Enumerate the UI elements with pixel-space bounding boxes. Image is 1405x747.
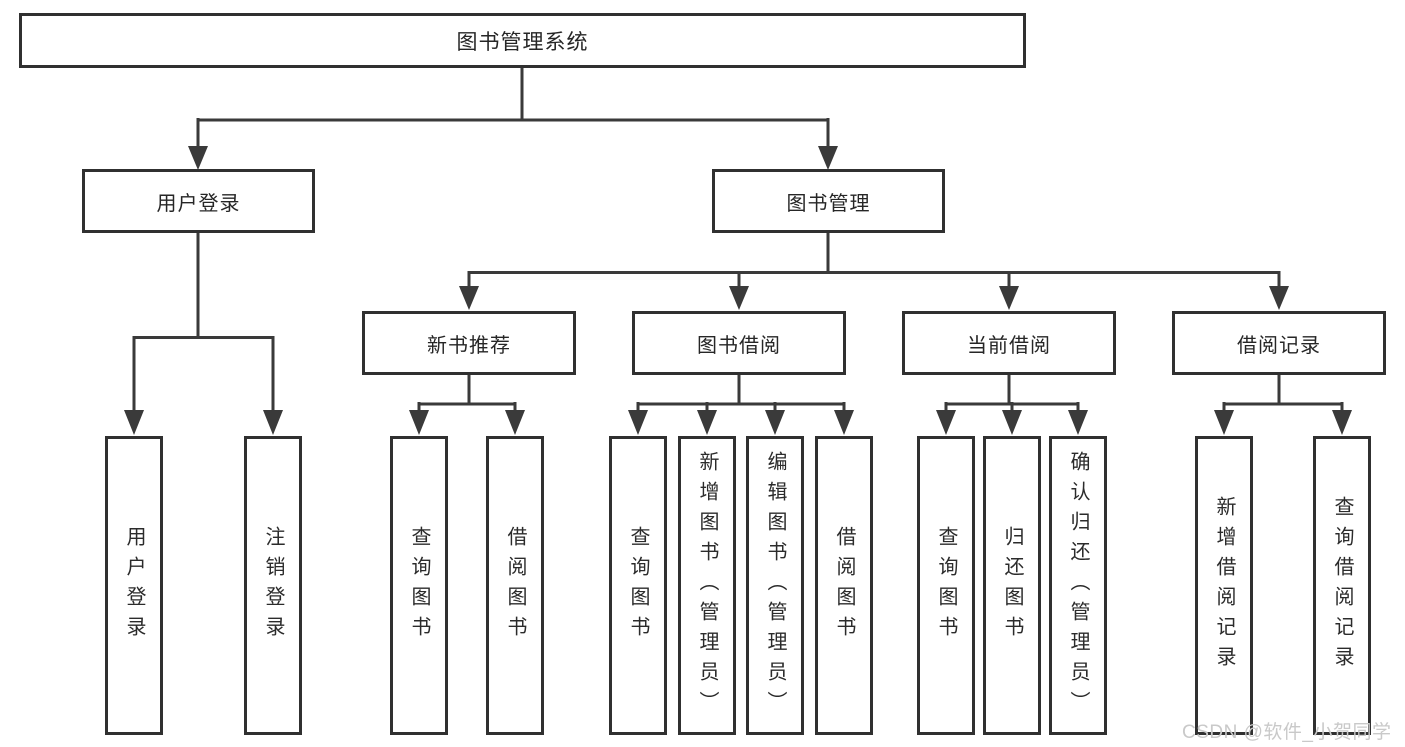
node-current-borrow: 当前借阅 [902,311,1116,375]
node-root-label: 图书管理系统 [456,30,589,54]
arrowhead [124,410,144,435]
node-book-management-label: 图书管理 [786,192,871,215]
leaf-user-login: 用户登录 [105,436,163,735]
leaf-borrow-query-book: 查询图书 [609,436,667,735]
arrowhead [1002,410,1022,435]
arrowhead [263,410,283,435]
node-book-borrow-label: 图书借阅 [697,334,781,357]
arrowhead [1269,286,1289,310]
leaf-return-book: 归还图书 [983,436,1041,735]
node-new-book-recommend-label: 新书推荐 [427,334,511,357]
connector-book-management [459,233,1289,310]
leaf-add-borrow-record-label: 新增借阅记录 [1213,495,1235,676]
node-root: 图书管理系统 [19,13,1026,68]
node-book-borrow: 图书借阅 [632,311,846,375]
node-book-management: 图书管理 [712,169,945,233]
arrowhead [188,146,208,170]
leaf-current-query-book-label: 查询图书 [935,525,957,646]
leaf-return-book-label: 归还图书 [1001,525,1023,646]
connector-new-book-recommend [409,375,525,435]
leaf-recommend-borrow-book-label: 借阅图书 [504,525,526,646]
leaf-confirm-return-admin-label: 确认归还（管理员） [1067,450,1089,721]
arrowhead [628,410,648,435]
node-borrow-records-label: 借阅记录 [1237,334,1321,357]
leaf-add-book-admin-label: 新增图书（管理员） [696,450,718,721]
arrowhead [818,146,838,170]
connector-current-borrow [936,375,1088,435]
leaf-confirm-return-admin: 确认归还（管理员） [1049,436,1107,735]
leaf-add-borrow-record: 新增借阅记录 [1195,436,1253,735]
node-borrow-records: 借阅记录 [1172,311,1386,375]
arrowhead [459,286,479,310]
leaf-add-book-admin: 新增图书（管理员） [678,436,736,735]
node-user-login-label: 用户登录 [156,192,241,215]
node-new-book-recommend: 新书推荐 [362,311,576,375]
leaf-borrow-book-label: 借阅图书 [833,525,855,646]
arrowhead [697,410,717,435]
connector-book-borrow [628,375,854,435]
arrowhead [834,410,854,435]
leaf-borrow-book: 借阅图书 [815,436,873,735]
leaf-query-borrow-record: 查询借阅记录 [1313,436,1371,735]
arrowhead [936,410,956,435]
arrowhead [505,410,525,435]
arrowhead [1332,410,1352,435]
leaf-query-borrow-record-label: 查询借阅记录 [1331,495,1353,676]
connector-user-login [124,233,283,435]
connector-root [188,68,838,170]
node-current-borrow-label: 当前借阅 [967,334,1051,357]
leaf-user-login-label: 用户登录 [123,525,145,646]
leaf-logout: 注销登录 [244,436,302,735]
leaf-current-query-book: 查询图书 [917,436,975,735]
arrowhead [999,286,1019,310]
arrowhead [1068,410,1088,435]
connector-borrow-records [1214,375,1352,435]
leaf-borrow-query-book-label: 查询图书 [627,525,649,646]
leaf-recommend-query-book-label: 查询图书 [408,525,430,646]
arrowhead [409,410,429,435]
leaf-recommend-query-book: 查询图书 [390,436,448,735]
leaf-edit-book-admin: 编辑图书（管理员） [746,436,804,735]
leaf-logout-label: 注销登录 [262,525,284,646]
arrowhead [729,286,749,310]
node-user-login: 用户登录 [82,169,315,233]
leaf-recommend-borrow-book: 借阅图书 [486,436,544,735]
arrowhead [1214,410,1234,435]
watermark: CSDN @软件_小贺同学 [1182,722,1392,743]
arrowhead [765,410,785,435]
leaf-edit-book-admin-label: 编辑图书（管理员） [764,450,786,721]
